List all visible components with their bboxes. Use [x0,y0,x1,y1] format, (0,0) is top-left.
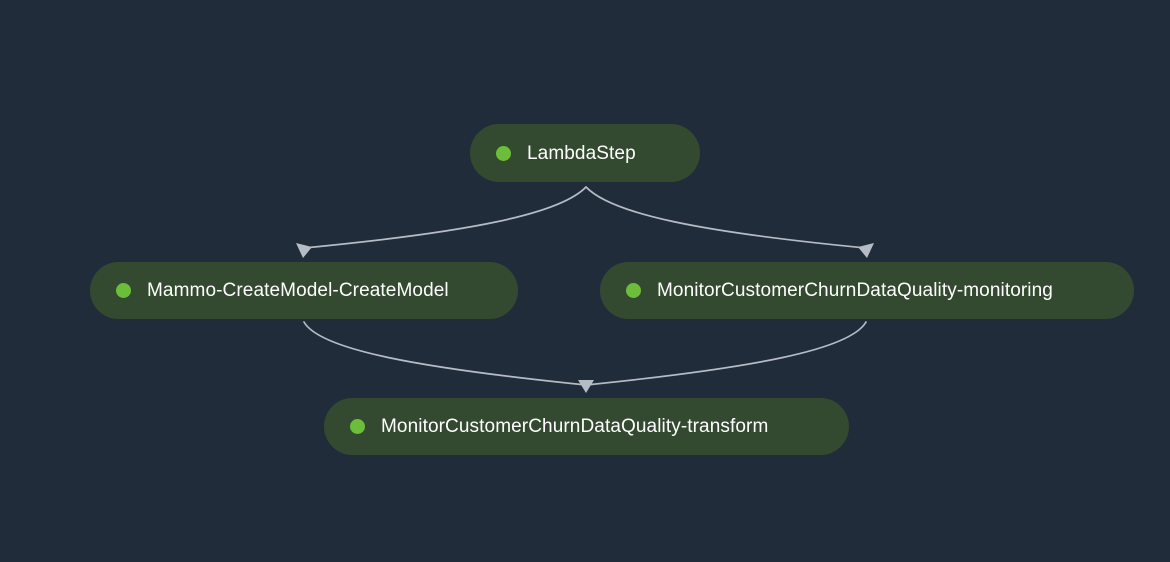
arrowhead-icon-mammo [296,243,312,258]
status-dot-green-icon [496,145,511,161]
graph-node-label: LambdaStep [527,142,636,164]
graph-node-mammo-createmodel[interactable]: Mammo-CreateModel-CreateModel [90,262,518,319]
graph-node-label: MonitorCustomerChurnDataQuality-monitori… [657,280,1053,301]
arrowhead-icon-monitoring [858,243,874,258]
edge-monitoring-transform [585,321,867,386]
arrowhead-icon-transform-left [578,380,594,393]
graph-node-label: Mammo-CreateModel-CreateModel [147,280,449,301]
status-dot-green-icon [626,283,641,298]
edge-lambdastep-monitoring [585,186,867,249]
edge-mammo-transform [303,321,587,386]
edge-lambdastep-mammo [303,186,587,249]
status-dot-green-icon [116,283,131,298]
graph-node-lambdastep[interactable]: LambdaStep [470,124,700,182]
graph-node-label: MonitorCustomerChurnDataQuality-transfor… [381,416,769,437]
status-dot-green-icon [350,419,365,434]
graph-node-monitoring[interactable]: MonitorCustomerChurnDataQuality-monitori… [600,262,1134,319]
graph-node-transform[interactable]: MonitorCustomerChurnDataQuality-transfor… [324,398,849,455]
